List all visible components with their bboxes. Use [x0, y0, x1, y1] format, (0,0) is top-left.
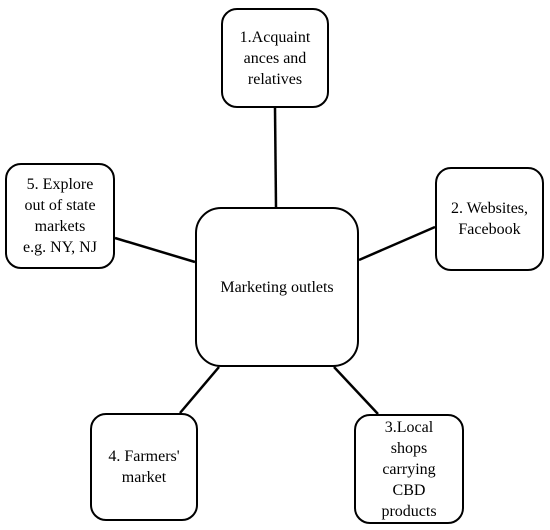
connector-2	[358, 225, 436, 262]
connector-5	[114, 236, 196, 264]
outlet-websites-label: 2. Websites, Facebook	[450, 200, 529, 238]
center-label: Marketing outlets	[220, 278, 334, 296]
outlet-acquaintances-node: 1.Acquaint ances and relatives	[221, 8, 329, 108]
outlet-websites-node: 2. Websites, Facebook	[435, 167, 544, 271]
outlet-farmers-market-label: 4. Farmers' market	[108, 448, 180, 486]
connector-1	[273, 107, 278, 208]
outlet-out-of-state-node: 5. Explore out of state markets e.g. NY,…	[5, 163, 115, 269]
connector-3	[333, 366, 379, 415]
connector-4	[179, 366, 220, 414]
outlet-acquaintances-label: 1.Acquaint ances and relatives	[239, 28, 311, 88]
outlet-farmers-market-node: 4. Farmers' market	[90, 413, 198, 521]
center-node: Marketing outlets	[195, 207, 359, 367]
outlet-local-shops-node: 3.Local shops carrying CBD products	[354, 414, 464, 524]
outlet-out-of-state-label: 5. Explore out of state markets e.g. NY,…	[23, 176, 97, 256]
outlet-local-shops-label: 3.Local shops carrying CBD products	[381, 418, 437, 520]
